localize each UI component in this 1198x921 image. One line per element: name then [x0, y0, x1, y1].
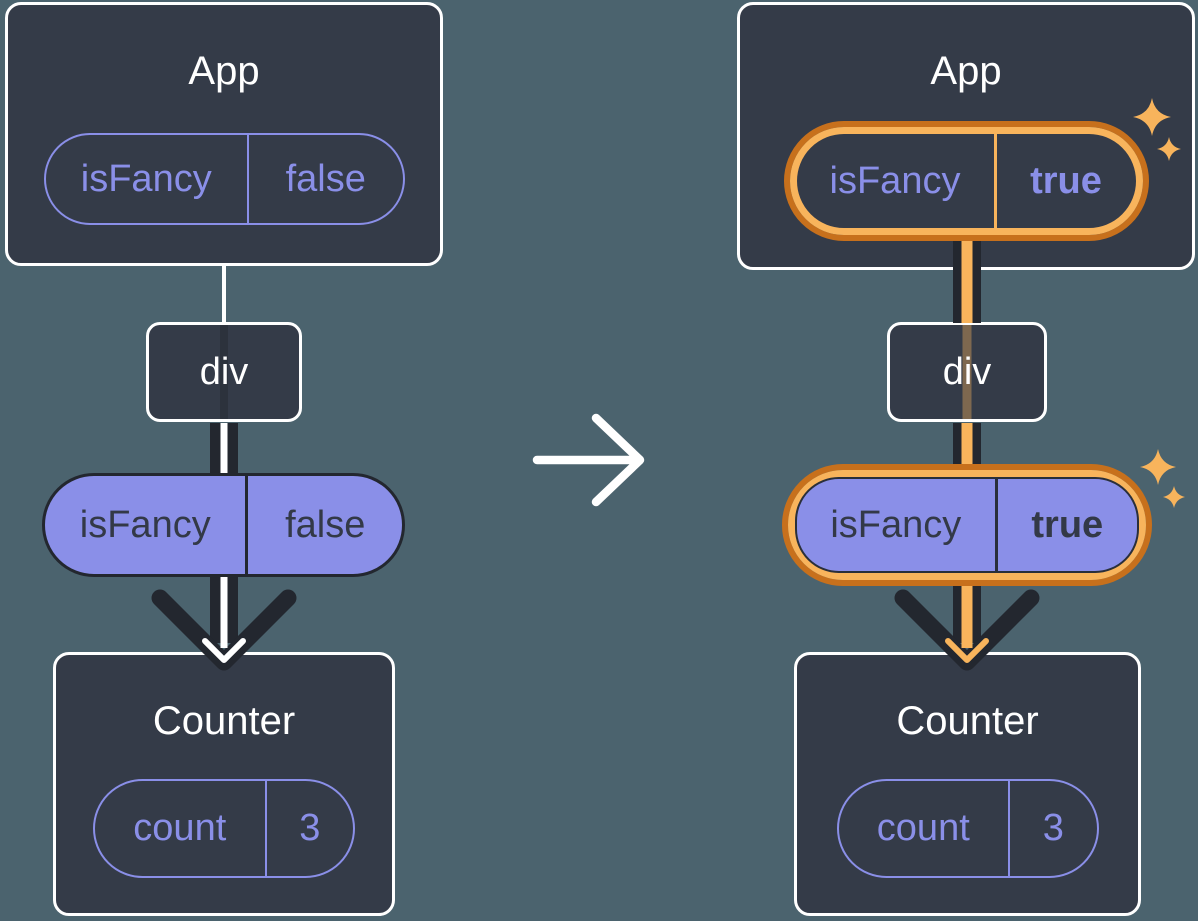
app-state-pill: isFancy false	[43, 133, 405, 225]
state-value: true	[1030, 159, 1102, 202]
state-pill-value-cell: true	[997, 134, 1136, 228]
state-pill-value-cell: false	[249, 135, 403, 223]
prop-pill-value-cell: true	[998, 479, 1137, 571]
counter-title: Counter	[896, 699, 1039, 743]
count-value: 3	[1042, 807, 1064, 849]
app-title: App	[188, 49, 260, 93]
app-card-before: App isFancy false	[5, 2, 443, 266]
state-key: isFancy	[80, 157, 212, 200]
count-value: 3	[299, 807, 321, 849]
prop-value: true	[1031, 503, 1104, 546]
state-highlight-ring-inner: isFancy true	[789, 127, 1143, 235]
prop-line-through-div	[220, 325, 228, 419]
prop-highlight-ring-inner: isFancy true	[788, 470, 1146, 580]
div-label: div	[199, 351, 249, 393]
count-key: count	[133, 807, 227, 849]
prop-pill-after: isFancy true	[795, 477, 1139, 573]
counter-card-before: Counter count 3	[53, 652, 395, 916]
sparkle-icon	[1140, 449, 1176, 485]
app-card-after: App isFancy true	[737, 2, 1195, 270]
counter-title: Counter	[152, 699, 296, 743]
prop-key: isFancy	[79, 503, 211, 546]
state-highlight-ring: isFancy true	[783, 121, 1149, 241]
app-title: App	[930, 49, 1002, 93]
state-value: false	[285, 157, 366, 200]
div-label: div	[942, 351, 992, 393]
count-value-cell: 3	[1010, 781, 1096, 876]
count-key-cell: count	[95, 781, 267, 876]
prop-pill-value-cell: false	[248, 476, 402, 574]
prop-key: isFancy	[830, 503, 962, 546]
sparkle-icon	[1163, 486, 1185, 508]
prop-value: false	[285, 503, 366, 546]
count-value-cell: 3	[267, 781, 353, 876]
prop-pill-key-cell: isFancy	[45, 476, 249, 574]
prop-pill-before: isFancy false	[42, 473, 405, 577]
state-pill-key-cell: isFancy	[797, 134, 997, 228]
div-node-before: div	[146, 322, 302, 422]
counter-state-pill: count 3	[836, 779, 1099, 878]
app-state-pill: isFancy true	[797, 134, 1136, 228]
state-key: isFancy	[829, 159, 961, 202]
counter-card-after: Counter count 3	[794, 652, 1141, 916]
div-node-after: div	[887, 322, 1047, 422]
prop-pill-key-cell: isFancy	[797, 479, 998, 571]
state-pill-key-cell: isFancy	[46, 135, 249, 223]
count-key: count	[876, 807, 970, 849]
counter-state-pill: count 3	[93, 779, 355, 878]
prop-highlight-ring: isFancy true	[782, 464, 1152, 586]
arrow-right-icon	[532, 413, 645, 507]
prop-line-through-div	[962, 325, 972, 419]
count-key-cell: count	[839, 781, 1011, 876]
parent-line	[222, 264, 226, 324]
